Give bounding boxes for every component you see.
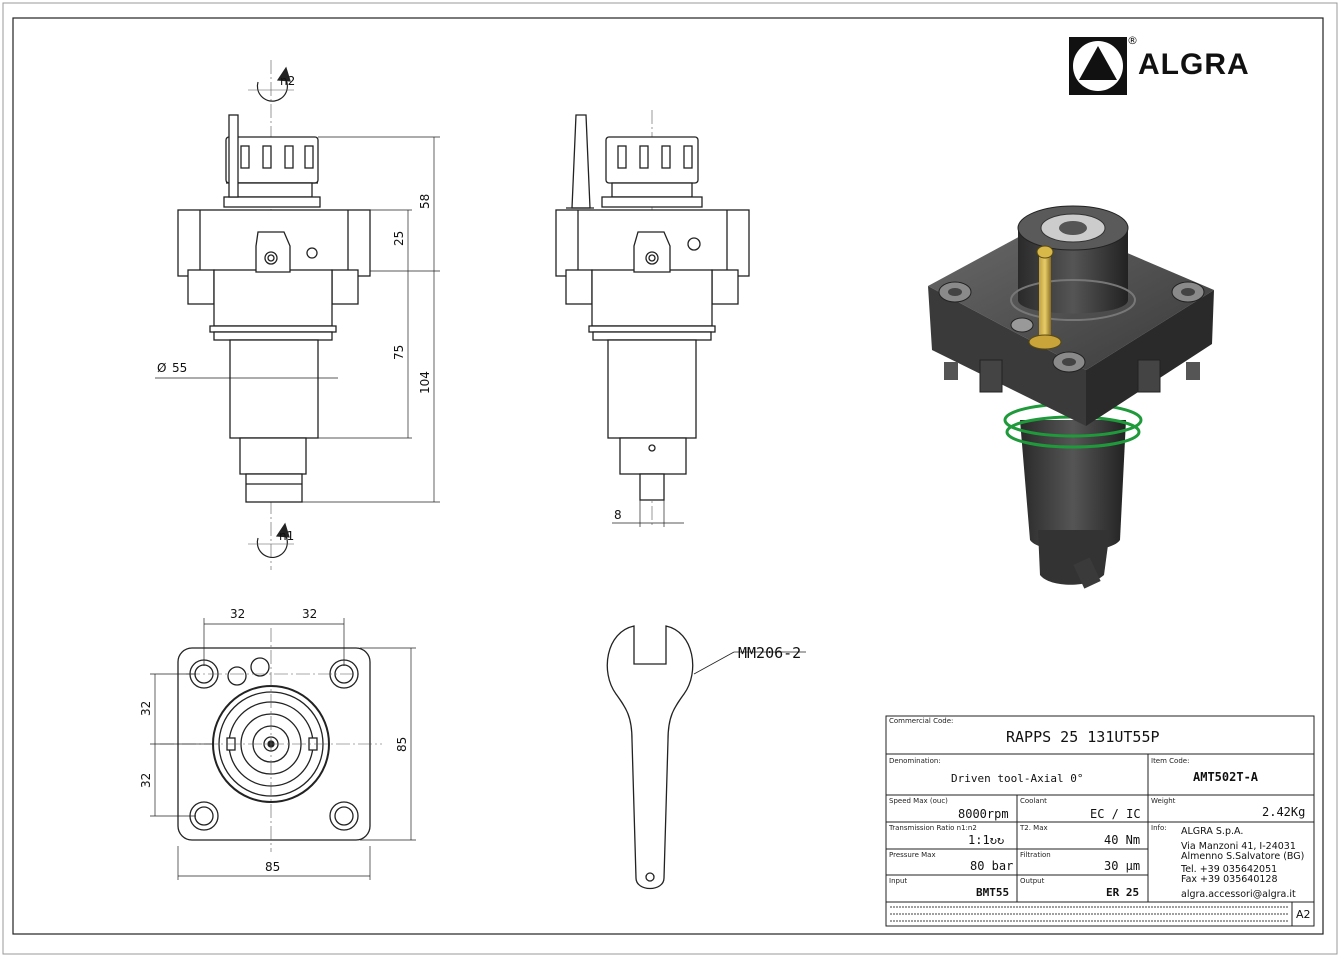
coolant-value: EC / IC xyxy=(1090,807,1141,821)
wrench-leader xyxy=(693,651,806,675)
speed-label: Speed Max (ouc) xyxy=(889,797,948,805)
dim-25: 25 xyxy=(392,231,406,246)
info-email: algra.accessori@algra.it xyxy=(1181,889,1296,900)
rotation-n1-label: n1 xyxy=(279,529,294,543)
dim-32-right: 32 xyxy=(302,607,317,621)
dim-58: 58 xyxy=(418,194,432,209)
pressure-value: 80 bar xyxy=(970,859,1014,873)
wrench xyxy=(606,625,694,890)
top-dimensions xyxy=(150,618,416,880)
dim-32-left: 32 xyxy=(230,607,245,621)
filtration-label: Filtration xyxy=(1020,851,1051,859)
dim-104: 104 xyxy=(418,371,432,394)
rotation-n1-icon xyxy=(248,522,294,559)
dim-8: 8 xyxy=(614,508,622,522)
weight-label: Weight xyxy=(1151,797,1176,805)
ratio-label: Transmission Ratio n1:n2 xyxy=(889,824,977,832)
title-block-fineprint xyxy=(890,906,1288,922)
isometric-view xyxy=(928,205,1214,589)
dim-85-horizontal: 85 xyxy=(265,860,280,874)
commercial-code: RAPPS 25 131UT55P xyxy=(1006,728,1160,746)
weight-value: 2.42Kg xyxy=(1262,805,1306,819)
diameter-symbol: Ø xyxy=(157,361,166,375)
dim-32-upper: 32 xyxy=(139,701,153,716)
brand-name: ALGRA xyxy=(1138,48,1250,81)
top-centerlines xyxy=(160,628,382,852)
rotation-n2-icon xyxy=(248,66,294,102)
denomination-label: Denomination: xyxy=(889,757,941,765)
info-company: ALGRA S.p.A. xyxy=(1181,826,1244,837)
item-code: AMT502T-A xyxy=(1193,770,1259,784)
info-tel: Tel. +39 035642051 xyxy=(1181,864,1278,875)
info-address-2: Almenno S.Salvatore (BG) xyxy=(1181,851,1305,862)
coolant-label: Coolant xyxy=(1020,797,1047,805)
dim-32-lower: 32 xyxy=(139,773,153,788)
output-value: ER 25 xyxy=(1106,886,1140,899)
side-dimensions xyxy=(612,500,684,527)
input-value: BMT55 xyxy=(976,886,1010,899)
registered-mark: ® xyxy=(1127,34,1138,47)
title-block xyxy=(885,715,1315,927)
sheet-size: A2 xyxy=(1296,908,1311,921)
algra-logo xyxy=(1069,37,1127,95)
front-view xyxy=(177,60,371,570)
denomination: Driven tool-Axial 0° xyxy=(951,772,1084,785)
input-label: Input xyxy=(889,877,908,885)
pressure-label: Pressure Max xyxy=(889,851,936,859)
info-fax: Fax +39 035640128 xyxy=(1181,874,1278,885)
side-view xyxy=(555,110,750,525)
dim-85-vertical: 85 xyxy=(395,737,409,752)
dim-75: 75 xyxy=(392,345,406,360)
torque-value: 40 Nm xyxy=(1104,833,1141,847)
item-code-label: Item Code: xyxy=(1151,757,1190,765)
rotation-n2-label: n2 xyxy=(280,74,295,88)
speed-value: 8000rpm xyxy=(958,807,1009,821)
info-label: Info: xyxy=(1151,824,1167,832)
ratio-value: 1:1↻↻ xyxy=(968,833,1005,847)
front-dimensions xyxy=(155,136,440,503)
info-address-1: Via Manzoni 41, I-24031 xyxy=(1181,841,1296,852)
filtration-value: 30 µm xyxy=(1104,859,1141,873)
output-label: Output xyxy=(1020,877,1045,885)
wrench-ref: MM206-2 xyxy=(738,644,801,662)
commercial-code-label: Commercial Code: xyxy=(889,717,954,725)
dim-55: 55 xyxy=(172,361,187,375)
drawing-border xyxy=(12,17,1324,935)
torque-label: T2. Max xyxy=(1020,824,1048,832)
